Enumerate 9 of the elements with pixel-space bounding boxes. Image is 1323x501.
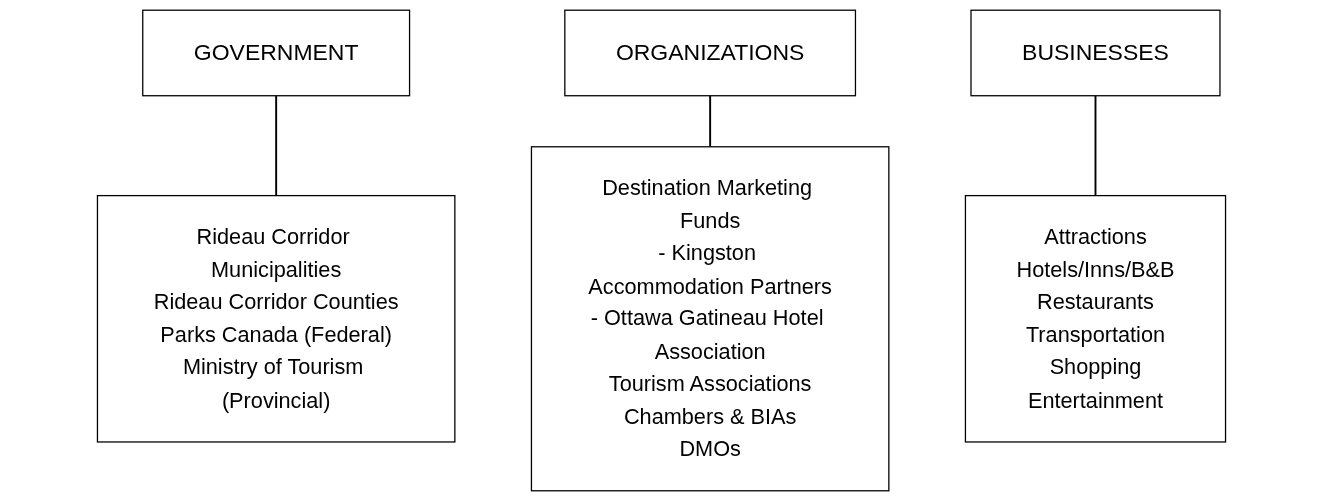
node-box: Attractions Hotels/Inns/B&B Restaurants Transportation Shopping Entertainment xyxy=(964,194,1227,443)
node-box: GOVERNMENT xyxy=(142,9,411,97)
node-box: Rideau Corridor Municipalities Rideau Corridor Counties Parks Canada (Federal) Ministry of Tourism (Provincial) xyxy=(96,194,456,443)
connector xyxy=(709,94,712,148)
connector xyxy=(1094,94,1097,197)
node-box: ORGANIZATIONS xyxy=(564,9,857,97)
node-box: Destination Marketing Funds - Kingston Accommodation Partners - Ottawa Gatineau Hotel Association Tourism Associations Chambers & BIAs DMOs xyxy=(530,146,890,492)
connector xyxy=(275,94,278,197)
node-box: BUSINESSES xyxy=(970,9,1221,97)
